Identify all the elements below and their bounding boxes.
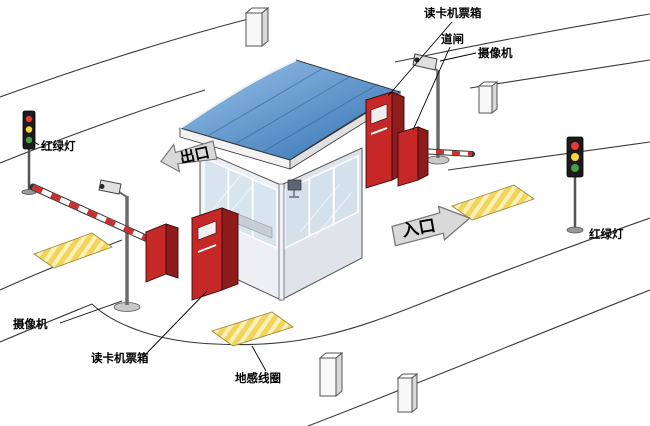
camera-left [98, 179, 141, 312]
road-line [307, 289, 650, 426]
label-loop-coil: 地感线圈 [235, 371, 281, 385]
barrier-gate-right [396, 126, 475, 187]
traffic-light-right [566, 136, 584, 234]
green-light [571, 164, 579, 172]
island-curb [91, 217, 650, 346]
card-reader-left [190, 207, 240, 301]
barrier-housing-left [145, 223, 167, 283]
road-line [0, 89, 206, 164]
yellow-light [25, 126, 33, 133]
road-line [0, 303, 93, 343]
leader-traffic-light-left [32, 140, 40, 146]
exit-arrow-shape [160, 140, 218, 173]
label-traffic-light-left: 红绿灯 [41, 139, 76, 153]
yellow-light [571, 153, 579, 161]
label-card-reader-bottom: 读卡机票箱 [91, 351, 149, 365]
bollard-bottom-left [318, 351, 344, 398]
camera-right [412, 53, 450, 165]
leader-camera-right [439, 52, 477, 62]
entrance-arrow-shape [391, 205, 472, 247]
red-light [571, 142, 579, 150]
label-card-reader-top: 读卡机票箱 [424, 6, 482, 20]
booth-interior-monitor [287, 179, 302, 191]
red-light [25, 115, 33, 123]
card-reader-body [191, 207, 223, 301]
entrance-arrow: 入口 [391, 205, 472, 247]
label-barrier-gate: 道闸 [441, 32, 464, 46]
road-line [394, 13, 650, 63]
bollard-right [477, 80, 499, 115]
roads [0, 13, 650, 426]
label-camera-left: 摄像机 [13, 317, 48, 331]
label-traffic-light-right: 红绿灯 [589, 227, 624, 241]
camera-head-icon [412, 53, 438, 71]
loop-coil-left [33, 232, 113, 269]
leader-card-reader-top [387, 21, 453, 97]
annotations: 读卡机票箱 道闸 摄像机 红绿灯 摄像机 读卡机票箱 地感线圈 红绿灯 [13, 6, 624, 385]
card-reader-body [365, 91, 393, 189]
leader-card-reader-bottom [142, 290, 208, 358]
road-line [447, 141, 650, 171]
booth-corner-post [278, 183, 285, 301]
road-line [0, 17, 253, 98]
card-reader-right [364, 91, 406, 189]
camera-lens [99, 184, 105, 189]
loop-coil-right [451, 184, 535, 221]
leader-barrier-gate [412, 46, 451, 131]
exit-arrow: 出口 [160, 140, 218, 173]
bollard-bottom-right [396, 372, 419, 414]
traffic-light-left [21, 110, 37, 195]
loop-coil-center [211, 311, 294, 347]
card-reader-screen [197, 220, 217, 241]
green-light [25, 136, 33, 144]
leader-camera-left [59, 300, 123, 324]
label-camera-right: 摄像机 [478, 46, 513, 60]
exit-arrow-label: 出口 [178, 143, 211, 167]
bollard-top [244, 6, 270, 48]
card-reader-screen [370, 103, 388, 125]
leader-loop-coil [251, 345, 267, 372]
barrier-gate-left [29, 183, 180, 283]
barrier-housing-right [397, 126, 419, 187]
